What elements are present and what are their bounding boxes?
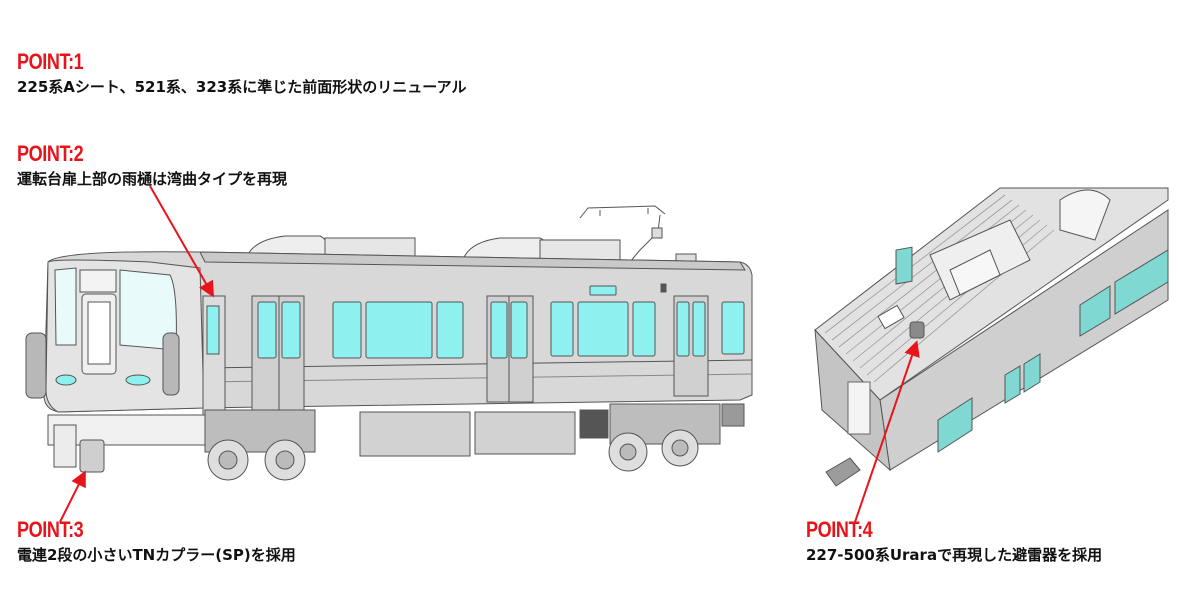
tn-coupler — [79, 439, 105, 473]
rear-bogie — [608, 403, 721, 472]
point-1-description: 225系Aシート、521系、323系に準じた前面形状のリニューアル — [17, 78, 467, 96]
train-side-view — [25, 205, 753, 481]
train-roof-isometric-view — [814, 187, 1169, 487]
point-3-description: 電連2段の小さいTNカプラー(SP)を採用 — [17, 546, 296, 564]
point-2-description: 運転台扉上部の雨樋は湾曲タイプを再現 — [17, 170, 288, 188]
point-2-arrow — [149, 185, 214, 298]
pantograph — [579, 205, 697, 263]
point-1-title: POINT:1 — [17, 49, 84, 74]
point-3-arrow — [59, 470, 86, 523]
callout-arrows — [59, 185, 920, 523]
front-bogie — [204, 409, 316, 481]
point-3-title: POINT:3 — [17, 517, 84, 542]
point-4-arrow — [854, 340, 920, 523]
point-4-description: 227-500系Uraraで再現した避雷器を採用 — [806, 546, 1103, 564]
point-4-title: POINT:4 — [806, 517, 873, 542]
lightning-arrester — [909, 321, 925, 339]
point-2-title: POINT:2 — [17, 141, 84, 166]
